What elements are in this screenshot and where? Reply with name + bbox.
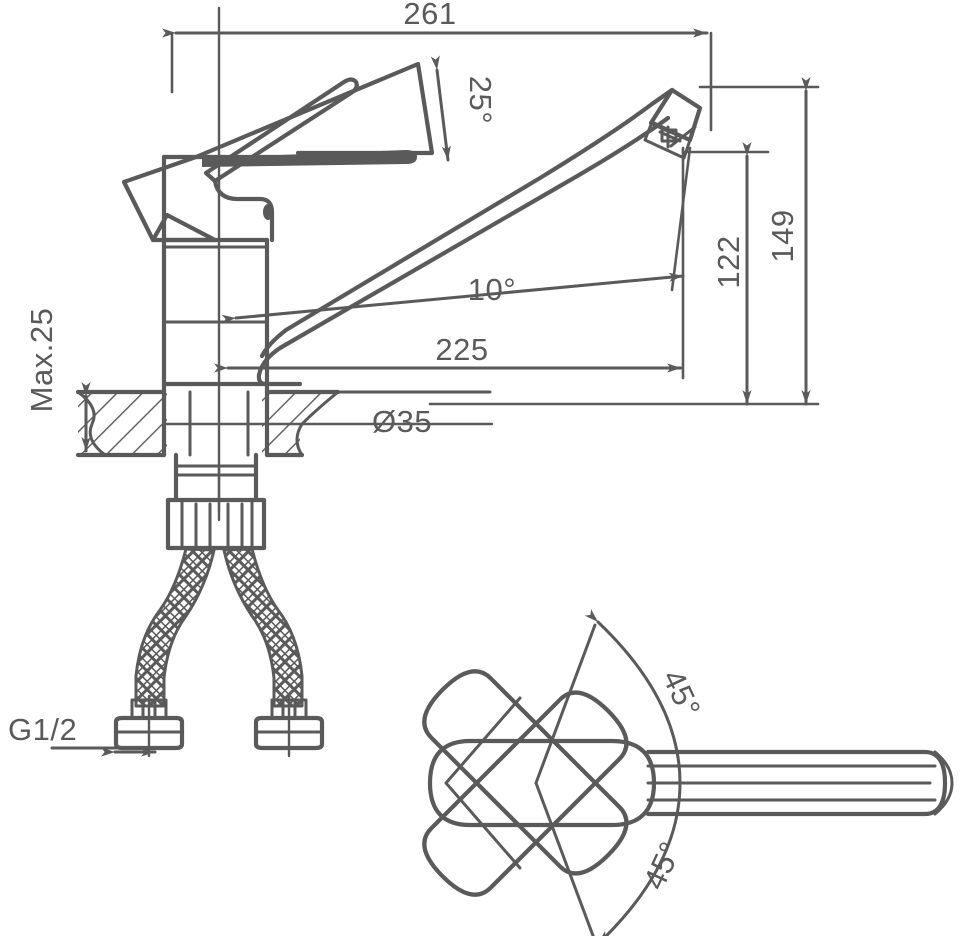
dimension-dia35: Ø35 — [372, 404, 432, 439]
swivel-ray-upper — [534, 623, 597, 785]
dimension-261: 261 — [162, 0, 713, 132]
dimension-10deg: 10° — [221, 272, 685, 324]
dim-label-261: 261 — [403, 0, 456, 31]
spout-base-bottom — [256, 372, 303, 387]
dimension-225: 225 — [214, 146, 692, 380]
lever-pivot-dot — [263, 204, 273, 220]
dimension-122: 122 — [681, 142, 770, 406]
top-plan-view: 45° 45° — [422, 609, 954, 936]
hose-left-braid — [134, 547, 216, 708]
conn-right-hex-nut — [253, 715, 325, 751]
dim-label-g12: G1/2 — [8, 712, 77, 747]
swivel-ray-lower — [534, 781, 595, 936]
counter-deck-section — [75, 389, 494, 458]
hose-right-braid — [222, 547, 304, 708]
dim-label-max25: Max.25 — [24, 308, 59, 413]
dimension-g12: G1/2 — [8, 712, 157, 757]
spout-plan — [645, 749, 954, 817]
dimension-max25: Max.25 — [24, 308, 91, 453]
dim-line-10deg — [221, 272, 685, 324]
escutcheon-curve — [150, 212, 170, 243]
mounting-stud-assembly — [165, 452, 267, 551]
side-elevation-view: 261 — [8, 0, 820, 758]
body-shape-down45 — [422, 669, 629, 876]
deck-hatch-left — [78, 392, 167, 455]
dim-label-dia35: Ø35 — [372, 404, 432, 439]
dimension-149: 149 — [428, 77, 820, 406]
dim-label-122: 122 — [711, 235, 746, 288]
dim-label-25deg: 25° — [463, 76, 498, 124]
lever-chevron-top — [444, 696, 522, 870]
dim-label-10deg: 10° — [468, 272, 516, 307]
lever-wedge-outline — [193, 61, 435, 160]
swivel-arc — [584, 609, 682, 936]
faucet-body-column — [161, 154, 333, 395]
spout-plan-outline — [645, 749, 948, 817]
lock-nut-body — [165, 497, 267, 551]
escutcheon-left-outline — [121, 154, 218, 243]
spout-tip-edge — [669, 125, 697, 148]
ext-line-outlet-taper — [670, 146, 692, 292]
dim-label-149: 149 — [765, 209, 800, 262]
dim-label-225: 225 — [435, 332, 488, 367]
dim-label-45deg-upper: 45° — [655, 664, 707, 723]
lever-lower-plate — [202, 149, 418, 168]
escutcheon-inner-line — [164, 212, 218, 243]
g12-connector-right — [253, 694, 325, 758]
spout-plan-tip-curve — [933, 750, 954, 816]
body-shape-center — [427, 738, 657, 828]
dim-label-45deg-lower: 45° — [636, 836, 688, 895]
dimension-25deg: 25° — [430, 55, 498, 162]
supply-hoses — [134, 547, 304, 708]
spout-upper-profile — [259, 87, 675, 359]
dim-line-25deg — [430, 55, 451, 162]
aerator-inner-rect — [660, 128, 678, 143]
body-outline-rotated-down45 — [422, 669, 629, 876]
handle-lever — [121, 61, 435, 243]
